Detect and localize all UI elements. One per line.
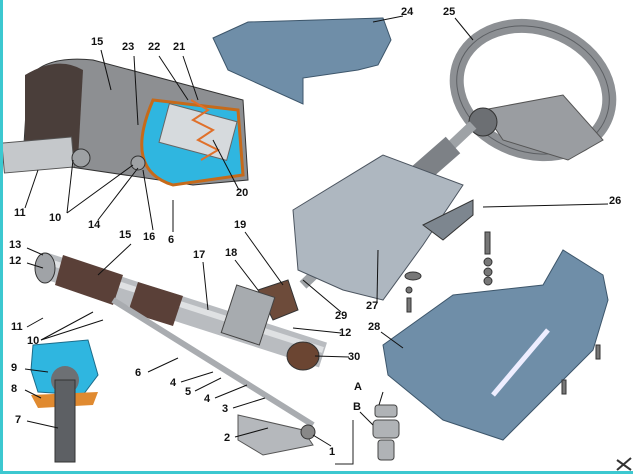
callout-18: 18 [225, 247, 238, 259]
fasteners [404, 231, 601, 395]
tie-rod [111, 297, 315, 428]
callout-29: 29 [335, 310, 348, 322]
callout-17: 17 [193, 249, 206, 261]
callout-21: 21 [173, 41, 186, 53]
steering-wheel [449, 18, 617, 162]
callout-4-second: 4 [204, 393, 211, 405]
steering-rack [34, 252, 327, 371]
callout-4: 4 [170, 377, 177, 389]
callout-13: 13 [9, 239, 22, 251]
callout-6-tie-rod: 6 [135, 367, 142, 379]
callout-12: 12 [9, 255, 22, 267]
rubber-bushing [372, 404, 400, 461]
diagram-artwork [3, 15, 632, 471]
callout-19: 19 [234, 219, 247, 231]
ball-joint-cutaway [30, 339, 99, 463]
callout-11: 11 [14, 207, 26, 219]
callout-6: 6 [168, 234, 175, 246]
callout-16: 16 [143, 231, 156, 243]
leader-lines [24, 15, 609, 447]
callout-20: 20 [236, 187, 249, 199]
callout-23: 23 [122, 41, 135, 53]
callout-8: 8 [11, 383, 18, 395]
lower-column-cover [382, 249, 609, 441]
callout-1: 1 [329, 446, 336, 458]
callout-7: 7 [15, 414, 22, 426]
callout-28: 28 [368, 321, 381, 333]
callout-5: 5 [185, 386, 192, 398]
callout-25: 25 [443, 6, 456, 18]
callout-30: 30 [348, 351, 361, 363]
column-bracket [292, 154, 464, 301]
upper-column-cover [212, 17, 392, 105]
callout-15-rack: 15 [119, 229, 132, 241]
callout-A: A [354, 381, 362, 393]
callout-22: 22 [148, 41, 161, 53]
callout-2: 2 [224, 432, 231, 444]
callout-3: 3 [222, 403, 229, 415]
rack-cutaway-inset [3, 58, 249, 187]
callout-10-rack: 10 [27, 335, 40, 347]
callout-10: 10 [49, 212, 62, 224]
callout-24: 24 [401, 6, 414, 18]
site-logo [616, 457, 632, 471]
callout-11-rack: 11 [11, 321, 23, 333]
callout-9: 9 [11, 362, 18, 374]
callout-26: 26 [609, 195, 622, 207]
callout-15: 15 [91, 36, 104, 48]
callout-14: 14 [88, 219, 101, 231]
callout-27: 27 [366, 300, 379, 312]
callout-B: B [353, 401, 361, 413]
callout-12-right: 12 [339, 327, 352, 339]
